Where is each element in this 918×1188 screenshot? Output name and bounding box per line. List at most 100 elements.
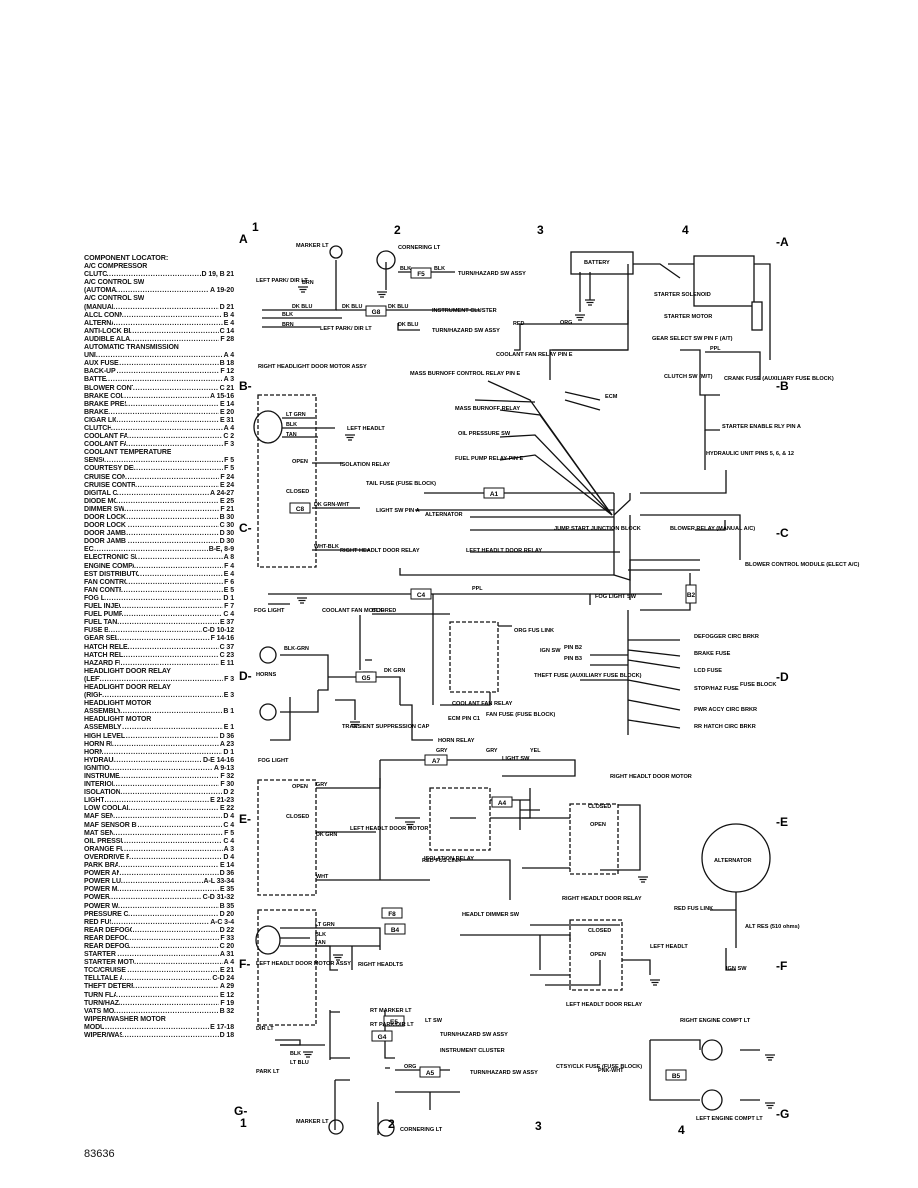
locator-leader-dots: [128, 644, 219, 652]
wire-color: BLK: [286, 422, 297, 428]
locator-grid-ref: C 30: [219, 522, 234, 530]
locator-row: OIL PRESSURE SWC 4: [84, 838, 234, 846]
locator-row: WIPER/WASHER MOTOR: [84, 1016, 234, 1024]
stop-haz-label: STOP/HAZ FUSE: [694, 686, 739, 692]
locator-grid-ref: F 6: [224, 578, 234, 586]
locator-leader-dots: [110, 765, 213, 773]
wire-color: DK GRN: [316, 832, 337, 838]
locator-leader-dots: [128, 911, 219, 919]
locator-grid-ref: A-C 3-4: [210, 918, 234, 926]
locator-grid-ref: E 20: [220, 408, 234, 416]
locator-component-name: (MANUAL A/C): [84, 303, 114, 311]
locator-row: MODULEE 17-18: [84, 1024, 234, 1032]
locator-leader-dots: [108, 409, 219, 417]
wire-color: ORG: [560, 320, 572, 326]
locator-component-name: TCC/CRUISE BRAKE SW: [84, 967, 127, 975]
locator-leader-dots: [113, 320, 222, 328]
locator-grid-ref: E 4: [223, 319, 234, 327]
locator-row: POWER ANTENNAD 36: [84, 870, 234, 878]
locator-grid-ref: E 12: [220, 991, 234, 999]
locator-component-name: ECM: [84, 546, 94, 554]
locator-grid-ref: B 4: [223, 311, 234, 319]
locator-row: HEADLIGHT DOOR RELAY: [84, 668, 234, 676]
right-headlt-door-motor-label: RIGHT HEADLT DOOR MOTOR: [610, 774, 692, 780]
red-fus-link-label-2: RED FUS LINK: [674, 906, 713, 912]
locator-leader-dots: [126, 514, 218, 522]
org-fus-link-label: ORG FUS LINK: [514, 628, 554, 634]
wire-color: RED: [513, 321, 524, 327]
grid-row-right-b: -B: [776, 379, 789, 393]
locator-component-name: WIPER/WASHER SW: [84, 1032, 123, 1039]
locator-grid-ref: D 1: [223, 594, 234, 602]
locator-leader-dots: [134, 465, 223, 473]
locator-grid-ref: D 18: [219, 1032, 234, 1039]
locator-leader-dots: [121, 878, 203, 886]
locator-row: RED FUS LINKA-C 3-4: [84, 919, 234, 927]
locator-component-name: A/C COMPRESSOR: [84, 263, 148, 271]
horns-label: HORNS: [256, 672, 276, 678]
grid-row-right-a: -A: [776, 235, 789, 249]
open-label-4: OPEN: [590, 952, 606, 958]
locator-grid-ref: A 29: [219, 983, 234, 991]
starter-enable-label: STARTER ENABLE RLY PIN A: [722, 424, 801, 430]
locator-grid-ref: F 3: [224, 675, 234, 683]
instrument-cluster-2-label: INSTRUMENT CLUSTER: [440, 1048, 505, 1054]
right-headlt-door-relay-2-label: RIGHT HEADLT DOOR RELAY: [562, 896, 642, 902]
locator-row: FUEL PUMP RELAYC 4: [84, 611, 234, 619]
locator-component-name: ALTERNATOR: [84, 319, 113, 327]
connector-label: E5: [390, 1019, 398, 1026]
locator-leader-dots: [120, 708, 222, 716]
locator-component-name: FOG LTS: [84, 594, 105, 602]
locator-row: DOOR JAMB SW (LEFT)D 30: [84, 530, 234, 538]
locator-grid-ref: F 19: [220, 999, 234, 1007]
locator-leader-dots: [103, 1024, 210, 1032]
locator-leader-dots: [120, 1000, 219, 1008]
locator-leader-dots: [122, 975, 211, 983]
locator-row: ORANGE FUS LINKA 3: [84, 846, 234, 854]
locator-grid-ref: A 24-27: [210, 489, 234, 497]
locator-grid-ref: A 3: [223, 376, 234, 384]
locator-leader-dots: [130, 336, 219, 344]
grid-col-4: 4: [682, 223, 689, 237]
locator-row: AUTOMATIC TRANSMISSION: [84, 344, 234, 352]
wire-color: WHT-BLK: [314, 544, 339, 550]
locator-leader-dots: [119, 360, 218, 368]
locator-grid-ref: E 24: [220, 481, 234, 489]
battery-label: BATTERY: [584, 260, 610, 266]
locator-row: HATCH RELEASE RELAYC 37: [84, 644, 234, 652]
locator-row: BLOWER CONTROL MODULEC 21: [84, 385, 234, 393]
cornering-lt-2-label: CORNERING LT: [400, 1127, 443, 1133]
locator-leader-dots: [113, 813, 222, 821]
locator-grid-ref: A 3: [223, 845, 234, 853]
locator-component-name: HORN RELAY: [84, 740, 112, 748]
wire-color: BLK: [282, 312, 293, 318]
locator-leader-dots: [126, 530, 218, 538]
locator-grid-ref: D 1: [223, 748, 234, 756]
wire-color: BRN: [302, 280, 314, 286]
locator-component-name: HEADLIGHT MOTOR: [84, 716, 152, 724]
locator-row: AUDIBLE ALARM MODULEF 28: [84, 336, 234, 344]
locator-grid-ref: E 35: [220, 886, 234, 894]
locator-grid-ref: E 22: [220, 805, 234, 813]
locator-leader-dots: [123, 652, 218, 660]
wire-color: BLK: [315, 932, 326, 938]
locator-row: DIODE MODULEE 25: [84, 498, 234, 506]
locator-component-name: ENGINE COMPARTMENT LTS: [84, 562, 134, 570]
wire-color: DK BLU: [388, 304, 408, 310]
locator-leader-dots: [122, 838, 223, 846]
fog-light-label-2: FOG LIGHT: [258, 758, 289, 764]
wire-color: GRY: [436, 748, 448, 754]
wire-color: TAN: [286, 432, 297, 438]
locator-component-name: BACK-UP LT SW: [84, 368, 117, 376]
locator-component-name: HYDRAULIC UNIT: [84, 756, 114, 764]
locator-row: TELLTALE ASSEMBLYC-D 24: [84, 975, 234, 983]
locator-component-name: DOOR JAMB SW (LEFT): [84, 530, 126, 538]
locator-row: ECMB-E, 8-9: [84, 546, 234, 554]
locator-row: ALCL CONNECTORB 4: [84, 312, 234, 320]
locator-leader-dots: [126, 401, 219, 409]
locator-row: TURN/HAZARD SWF 19: [84, 1000, 234, 1008]
closed-label-3: CLOSED: [588, 804, 611, 810]
grid-row-a: A: [239, 232, 248, 246]
locator-leader-dots: [109, 894, 202, 902]
